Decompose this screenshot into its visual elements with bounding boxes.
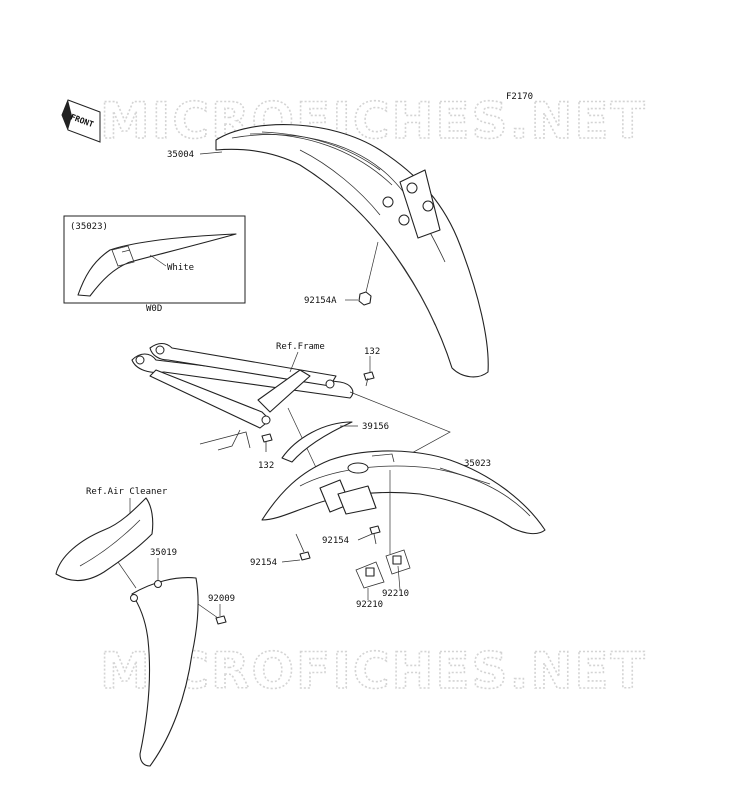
flap-39156 xyxy=(281,421,353,463)
fender-bolt-hole xyxy=(422,200,434,212)
label-132-bottom: 132 xyxy=(258,461,274,471)
label-92210-right: 92210 xyxy=(382,589,409,599)
label-92154A: 92154A xyxy=(304,296,337,306)
inset-color-note: White xyxy=(167,263,194,273)
inset-ref-code: (35023) xyxy=(70,222,108,232)
label-92154-left: 92154 xyxy=(250,558,277,568)
label-92210-left: 92210 xyxy=(356,600,383,610)
label-35023: 35023 xyxy=(464,459,491,469)
label-132-top: 132 xyxy=(364,347,380,357)
label-35004: 35004 xyxy=(167,150,194,160)
nut-92154A xyxy=(358,291,372,306)
clip-92210-right xyxy=(385,549,411,575)
label-ref-frame: Ref.Frame xyxy=(276,342,325,352)
watermark-top: MICROFICHES.NET xyxy=(100,92,647,150)
air-cleaner-ref xyxy=(55,497,154,582)
inset-box: (35023) White xyxy=(63,215,246,304)
clip-92210-left xyxy=(355,561,385,589)
fender-bolt-hole xyxy=(406,182,418,194)
front-fender-35004 xyxy=(215,124,489,378)
bolt-132-top xyxy=(363,371,375,387)
mud-flap-35019 xyxy=(130,577,199,767)
label-ref-air-cleaner: Ref.Air Cleaner xyxy=(86,487,168,497)
inset-caption: W0D xyxy=(146,304,162,314)
bolt-92154-mid xyxy=(369,525,381,545)
rear-fender-35023 xyxy=(261,450,546,535)
bolt-132-bottom xyxy=(261,433,273,452)
front-arrow-icon: FRONT xyxy=(61,99,101,143)
label-35019: 35019 xyxy=(150,548,177,558)
bolt-92009 xyxy=(215,615,227,625)
bolt-92154-left xyxy=(295,533,311,561)
label-92009: 92009 xyxy=(208,594,235,604)
label-92154-mid: 92154 xyxy=(322,536,349,546)
label-39156: 39156 xyxy=(362,422,389,432)
fender-bolt-hole xyxy=(382,196,394,208)
figure-code: F2170 xyxy=(506,92,533,102)
rear-subframe xyxy=(131,342,354,451)
fender-bolt-hole xyxy=(398,214,410,226)
